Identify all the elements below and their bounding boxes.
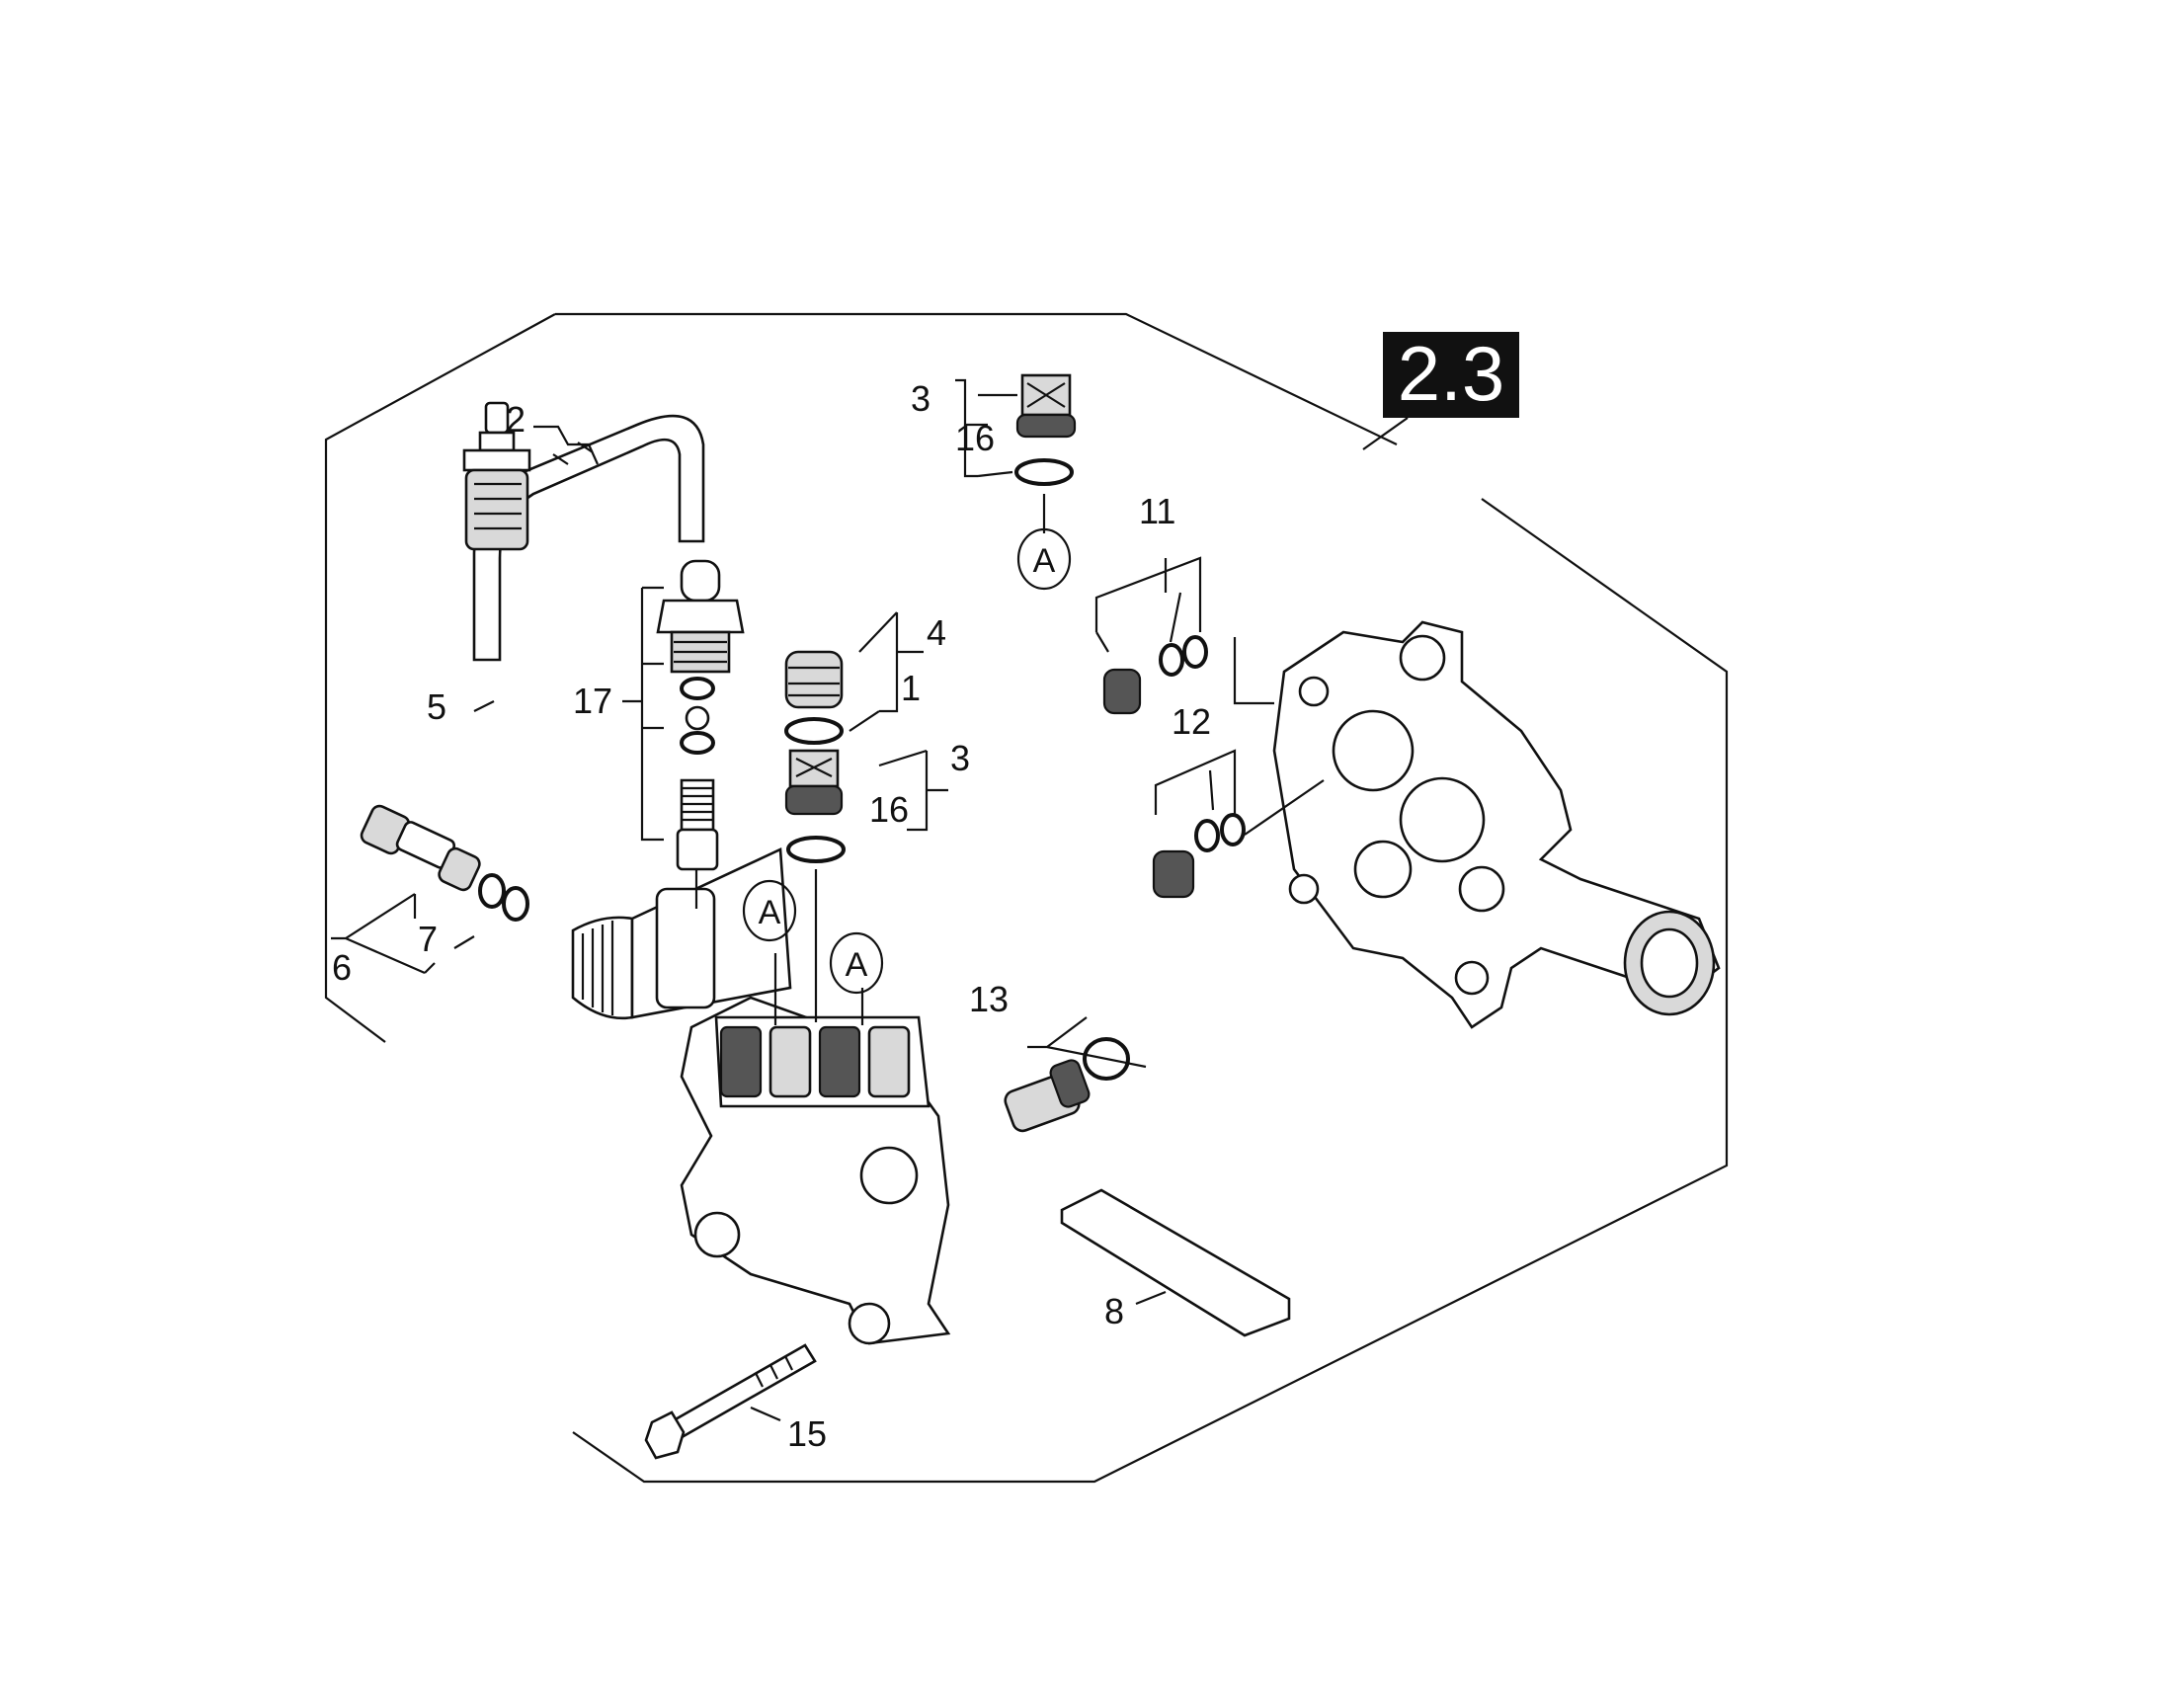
callout-label: 12	[1172, 701, 1211, 742]
unloader-part	[360, 804, 529, 922]
bolt-part	[644, 1343, 817, 1460]
reference-circle	[742, 879, 797, 942]
callout-label: 5	[427, 686, 446, 727]
callout-label: 7	[418, 919, 438, 959]
reference-circle	[1016, 527, 1072, 591]
callout-label: 16	[869, 789, 909, 830]
callout-label: 6	[332, 947, 352, 988]
callout-label: 4	[927, 612, 946, 653]
reference-label: A	[1033, 542, 1056, 580]
check-valve-part	[1004, 1037, 1130, 1133]
callout-label: 13	[969, 979, 1009, 1019]
leader-lines	[331, 378, 1325, 1422]
reference-marks: A A A	[742, 527, 1072, 995]
small-valve-parts	[1102, 635, 1246, 899]
callout-label: 11	[1139, 491, 1175, 531]
top-valve-part	[1014, 373, 1077, 533]
callout-label: 17	[573, 681, 612, 721]
callout-label: 15	[787, 1413, 827, 1454]
callout-label: 8	[1104, 1291, 1124, 1331]
reference-label: A	[846, 946, 868, 984]
callout-label: 1	[901, 668, 921, 708]
callout-label: 3	[950, 738, 970, 778]
valve-stack-part	[656, 559, 745, 871]
filter-part	[462, 401, 531, 551]
gasket-part	[1060, 1188, 1291, 1337]
valve-cap-part	[784, 650, 846, 863]
callout-label: 16	[955, 418, 995, 458]
reference-label: A	[759, 894, 781, 931]
callout-labels: 1 2 3 3 4 5 6 7 8 11 12 13 15 16 16 17	[332, 378, 1211, 1454]
callout-label: 3	[911, 378, 930, 419]
svg-text:2.3: 2.3	[1398, 330, 1504, 417]
diagram-frame	[324, 312, 1729, 1484]
reference-circle	[829, 931, 884, 995]
section-badge: 2.3	[1362, 330, 1519, 450]
callout-label: 2	[506, 399, 526, 440]
manifold-part	[1272, 620, 1721, 1029]
